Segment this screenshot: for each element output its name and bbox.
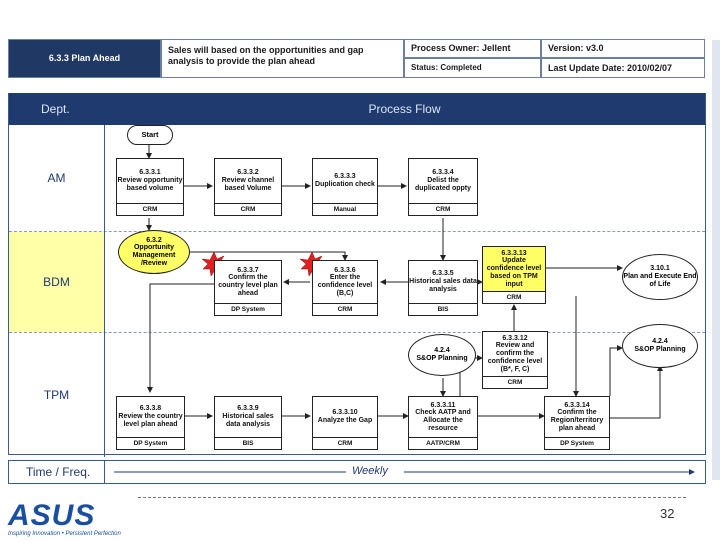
column-divider [104, 125, 105, 457]
last-update-date: Last Update Date: 2010/02/07 [541, 58, 705, 78]
frequency-weekly: Weekly [352, 465, 388, 477]
page-number: 32 [660, 506, 675, 521]
process-version: Version: v3.0 [541, 39, 705, 58]
footer-divider [138, 497, 686, 498]
system-tag: DP System [116, 438, 185, 450]
process-owner: Process Owner: Jellent [404, 39, 541, 58]
weekly-arrow [114, 469, 695, 475]
system-tag: CRM [214, 204, 282, 216]
brand-tagline: Inspiring Innovation • Persistent Perfec… [8, 531, 121, 537]
right-edge-band [712, 40, 720, 480]
dept-column-header: Dept. [9, 93, 104, 125]
system-tag: BIS [408, 304, 478, 316]
system-tag: Manual [312, 204, 378, 216]
system-tag: BIS [214, 438, 282, 450]
flow-column-header: Process Flow [104, 93, 705, 125]
lane-divider [9, 231, 705, 232]
system-tag: CRM [312, 438, 378, 450]
system-tag: DP System [214, 304, 282, 316]
asus-logo: ASUS [8, 499, 96, 532]
bdm-lane-highlight [9, 232, 104, 332]
system-tag: CRM [312, 304, 378, 316]
system-tag: CRM [408, 204, 478, 216]
lane-divider [9, 332, 705, 333]
lane-am: AM [47, 171, 66, 185]
process-title: 6.3.3 Plan Ahead [8, 39, 161, 78]
system-tag: CRM [482, 377, 548, 389]
column-divider [104, 461, 105, 483]
time-freq-label: Time / Freq. [26, 465, 91, 479]
start-node: Start [127, 125, 173, 145]
system-tag: DP System [544, 438, 610, 450]
system-tag: AATP/CRM [408, 438, 478, 450]
system-tag: CRM [116, 204, 184, 216]
lane-bdm: BDM [43, 275, 70, 289]
process-status: Status: Completed [404, 58, 541, 78]
process-description: Sales will based on the opportunities an… [161, 39, 404, 78]
lane-tpm: TPM [43, 388, 70, 402]
system-tag: CRM [482, 292, 546, 304]
